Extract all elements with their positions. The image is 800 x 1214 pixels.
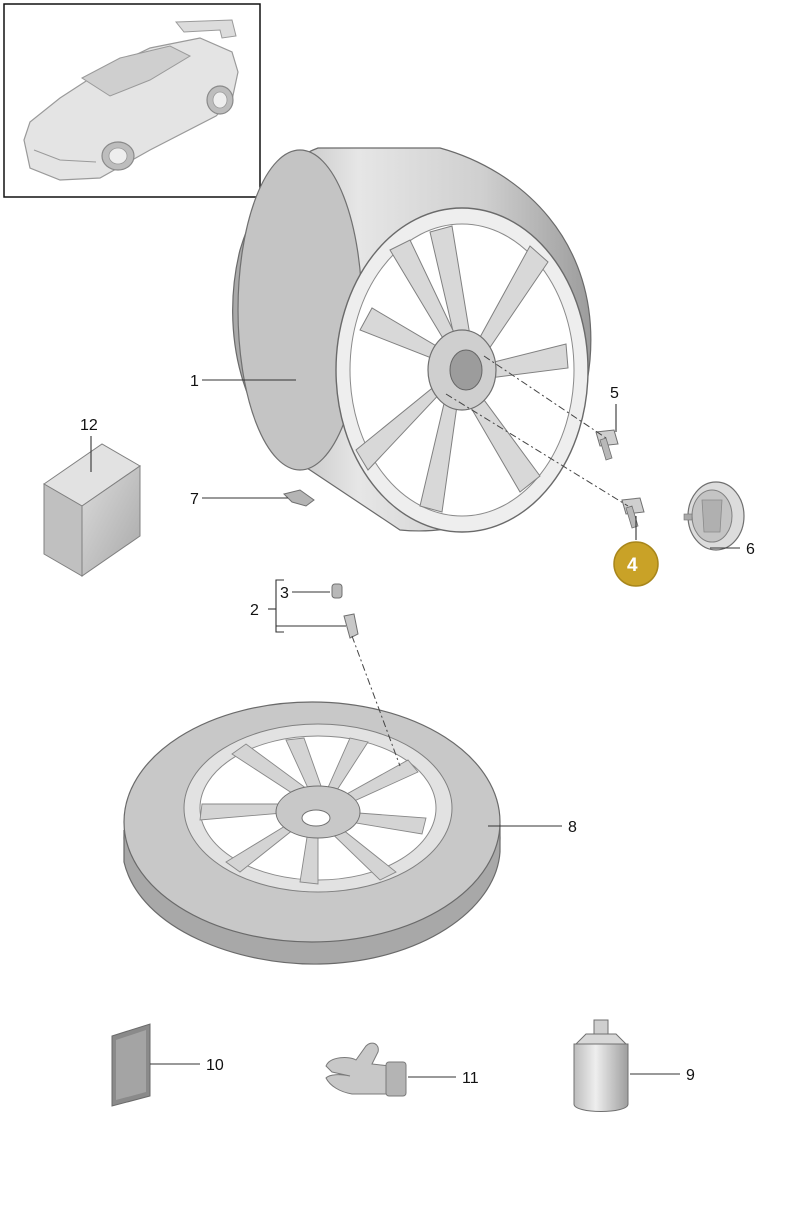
- leader-lines: [90, 379, 740, 1078]
- glove: [325, 1042, 407, 1097]
- vehicle-thumbnail: [3, 3, 261, 198]
- callout-4[interactable]: 4: [627, 555, 638, 576]
- wheel-bolt: [595, 429, 619, 461]
- callout-10[interactable]: 10: [206, 1057, 224, 1074]
- balance-weight: [283, 489, 315, 507]
- callout-5[interactable]: 5: [610, 385, 619, 402]
- bottle: [573, 1019, 629, 1112]
- callout-11[interactable]: 11: [462, 1070, 479, 1087]
- wheel-bolt-highlighted: [621, 497, 645, 529]
- centre-cap: [683, 481, 745, 551]
- callout-12[interactable]: 12: [80, 417, 98, 434]
- callout-9[interactable]: 9: [686, 1067, 695, 1084]
- callout-3[interactable]: 3: [280, 585, 289, 602]
- callout-8[interactable]: 8: [568, 819, 577, 836]
- callout-1[interactable]: 1: [190, 373, 199, 390]
- tyre-valve: [331, 583, 359, 639]
- box: [43, 443, 141, 577]
- assembly-lines: [351, 355, 629, 767]
- sticker: [111, 1023, 151, 1107]
- highlight-badge: [613, 541, 659, 587]
- callout-2[interactable]: 2: [250, 602, 259, 619]
- callout-7[interactable]: 7: [190, 491, 199, 508]
- alloy-wheel: [232, 147, 592, 533]
- car-illustration: [23, 19, 239, 181]
- callout-6[interactable]: 6: [746, 541, 755, 558]
- callout-labels: 1 2 3 4 5 6 7 8 9 10 11 12: [80, 373, 755, 1087]
- spare-wheel: [123, 701, 501, 965]
